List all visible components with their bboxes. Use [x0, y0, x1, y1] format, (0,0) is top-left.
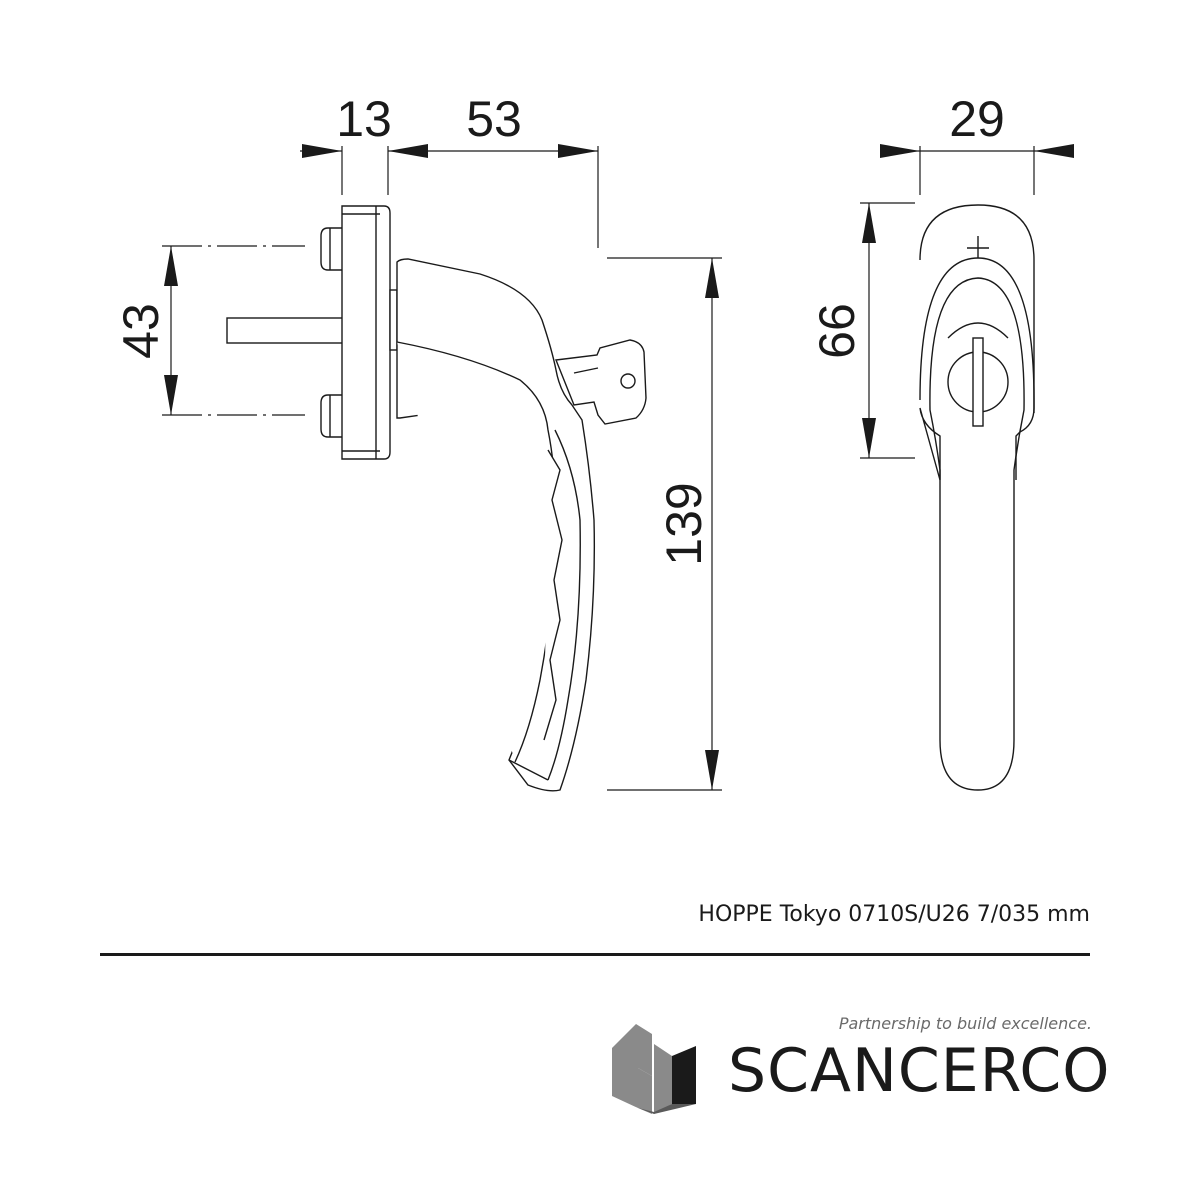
dim-rose-depth: 13 [336, 91, 392, 147]
side-view [226, 205, 647, 792]
brand-tagline: Partnership to build excellence. [838, 1014, 1092, 1033]
front-view [919, 204, 1035, 791]
dimension-lines [162, 144, 1074, 791]
position-mark [967, 236, 989, 258]
rose-plate [341, 205, 398, 460]
spindle [226, 317, 344, 344]
key-slot [972, 337, 984, 427]
product-caption: HOPPE Tokyo 0710S/U26 7/035 mm [698, 902, 1090, 927]
dim-rose-height: 66 [809, 303, 865, 359]
rose-outline-front [919, 204, 1035, 481]
brand-name: SCANCERCO [728, 1036, 1111, 1106]
dim-projection: 53 [466, 91, 522, 147]
screw-pin-bottom [320, 394, 343, 438]
house-logo-icon [612, 1024, 696, 1114]
key [555, 339, 647, 425]
dim-rose-width: 29 [949, 91, 1005, 147]
handle-lever-side [396, 258, 596, 792]
dim-handle-length: 139 [656, 482, 712, 565]
dim-spindle-spacing: 43 [113, 303, 169, 359]
divider-line [100, 953, 1090, 956]
handle-neck-front [929, 277, 1025, 791]
handle-body-front [919, 257, 1035, 413]
lock-arc [947, 322, 1009, 339]
screw-pin-top [320, 227, 343, 271]
